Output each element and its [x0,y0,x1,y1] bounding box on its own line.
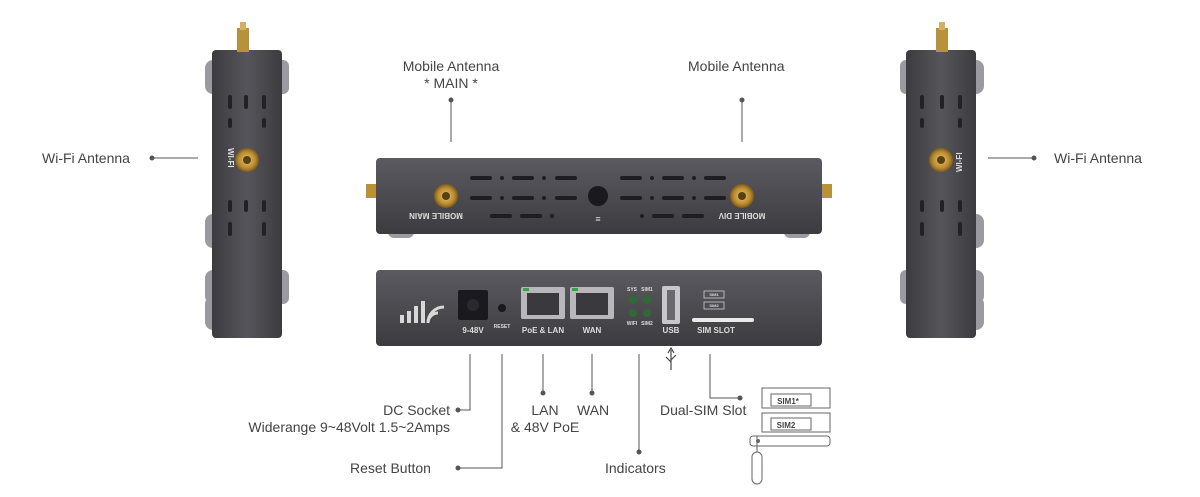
center-hole [588,186,608,206]
vent-slots [470,176,726,218]
sim-tray-label-2: SIM2 [709,303,719,308]
callout-mobile-antenna-main-line2: * MAIN * [424,75,478,91]
side-connector [820,184,832,198]
left-side-view: WI-FI [205,22,289,338]
callout-dc-socket-line2: Widerange 9~48Volt 1.5~2Amps [248,419,450,435]
vent-slots [228,95,266,236]
mobile-main-panel-label: MOBILE MAIN [409,211,463,220]
wps-icon: ≡ [595,214,600,224]
antenna-panel-view: ≡ MOBILE MAIN MOBILE DIV [366,158,832,238]
device-side-body [212,50,282,338]
led-wifi-label: WIFI [627,321,638,327]
antenna-tip [240,22,246,30]
sim-card-illustration: SIM1* SIM2 [749,387,831,485]
antenna-connector [936,28,948,52]
led-sim2-label: SIM2 [641,321,653,327]
mobile-div-panel-label: MOBILE DIV [718,211,765,220]
wifi-arc [426,311,439,324]
led-sys-label: SYS [627,287,638,293]
callout-reset-button: Reset Button [350,460,431,476]
callout-dc-socket-line1: DC Socket [383,402,450,418]
vent-slots [920,95,962,236]
callout-lan-line1: LAN [531,402,559,418]
led-wifi [629,309,637,317]
callout-mobile-antenna-main-line1: Mobile Antenna [402,58,500,74]
reset-hole [498,304,506,312]
callout-dual-sim-slot: Dual-SIM Slot [660,402,747,418]
callout-dc-socket: DC Socket Widerange 9~48Volt 1.5~2Amps [220,402,450,436]
sim-card-2 [770,417,812,431]
callout-lan-line2: & 48V PoE [510,419,580,435]
antenna-tip [939,22,945,30]
sim-tray-label-1: SIM1 [709,292,719,297]
led-sim2 [643,309,651,317]
signal-logo [400,301,425,323]
port-sim-label: SIM SLOT [697,326,735,335]
sim-slot [692,318,754,322]
sim-card-label-2: SIM2 [777,421,796,430]
side-connector [366,184,378,198]
callout-mobile-antenna-div: Mobile Antenna [688,58,785,74]
port-lan-label: PoE & LAN [522,326,564,335]
sim-card-label-1: SIM1* [777,397,800,406]
sim-eject-pin [751,451,763,485]
port-reset-label: RESET [494,324,511,330]
antenna-connector [237,28,249,52]
wifi-side-label-right: WI-FI [955,152,964,172]
port-wan-label: WAN [583,326,602,335]
usb-symbol-icon [665,346,677,370]
port-usb-label: USB [663,326,680,335]
callout-wifi-antenna-left: Wi-Fi Antenna [42,150,130,166]
device-side-body [906,50,976,338]
right-side-view: WI-FI [900,22,984,338]
callout-lan: LAN & 48V PoE [508,402,582,436]
callout-wifi-antenna-right: Wi-Fi Antenna [1054,150,1142,166]
callout-mobile-antenna-main: Mobile Antenna * MAIN * [394,58,508,92]
led-sys [629,296,637,304]
port-dc-label: 9-48V [462,326,484,335]
callout-indicators: Indicators [605,460,666,476]
sim-card-1 [770,393,812,407]
port-panel-view: 9-48V RESET PoE & LAN WAN SYS SIM1 WIFI … [376,270,822,346]
leader-lines [149,97,1037,471]
led-sim1-label: SIM1 [641,287,653,293]
callout-wan: WAN [577,402,610,418]
wifi-side-label-left: WI-FI [226,148,235,168]
led-sim1 [643,296,651,304]
